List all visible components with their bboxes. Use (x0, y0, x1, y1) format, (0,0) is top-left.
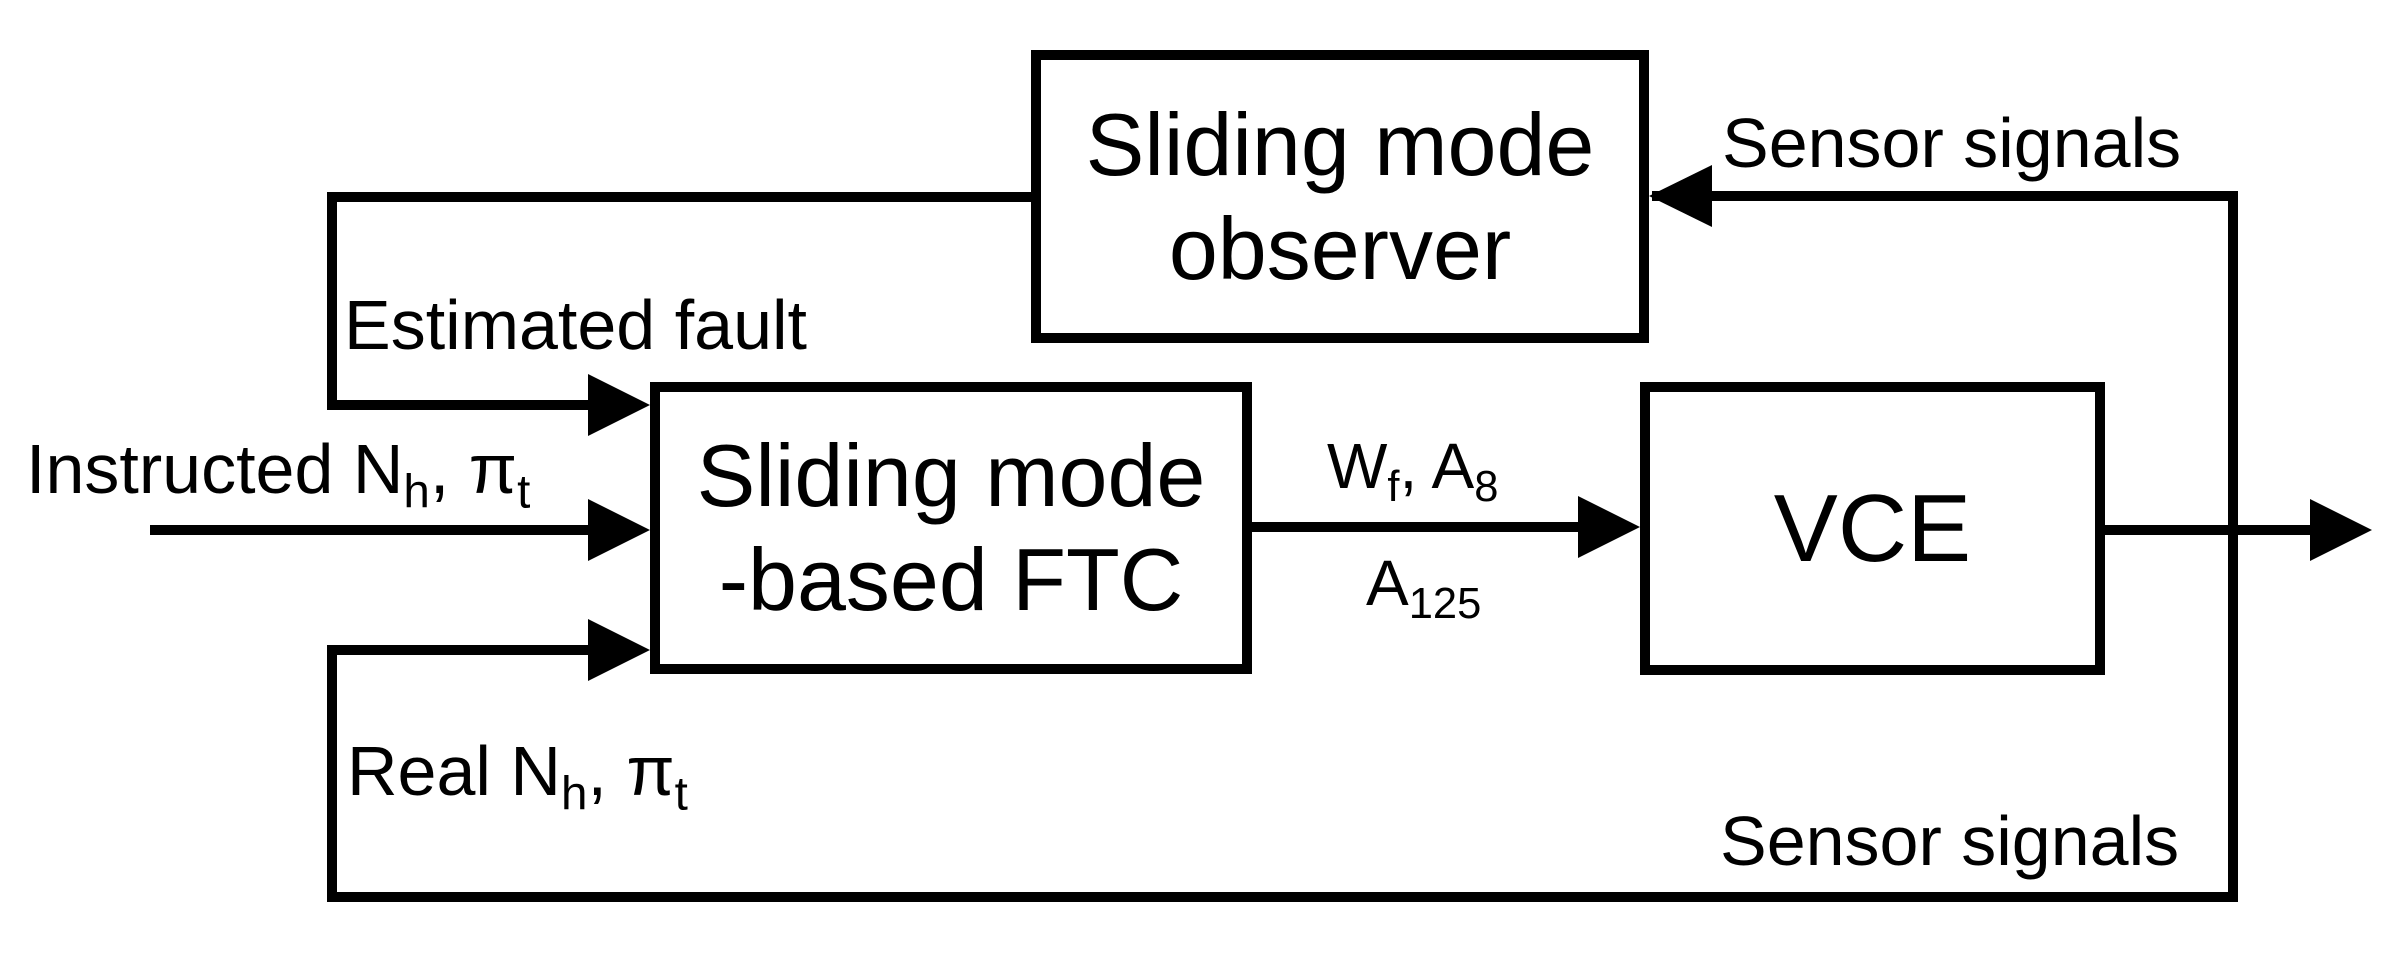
command-label-upper: Wf, A8 (1327, 434, 1498, 519)
instructed-label-sub-h: h (403, 465, 430, 519)
instructed-label-sub-t: t (517, 465, 531, 519)
real-feedback-label: Real Nh, πt (347, 736, 688, 829)
command-upper-text: W (1327, 430, 1388, 502)
observer-box: Sliding mode observer (1031, 50, 1649, 343)
ftc-box: Sliding mode -based FTC (650, 382, 1252, 674)
sensor-feedback-line (327, 191, 2238, 902)
ftc-box-label-line1: Sliding mode (696, 426, 1206, 525)
command-label-lower: A125 (1366, 551, 1481, 636)
command-upper-sub-f: f (1387, 463, 1400, 512)
command-upper-text2: , A (1399, 430, 1475, 502)
command-lower-text: A (1366, 547, 1409, 619)
vce-box: VCE (1640, 382, 2105, 675)
real-label-sub-h: h (560, 767, 588, 821)
real-label-text: Real N (347, 732, 561, 810)
real-feedback-arrowhead (588, 619, 650, 681)
instructed-label-text: Instructed N (26, 430, 404, 508)
instructed-input-label: Instructed Nh, πt (26, 434, 530, 527)
command-upper-sub-8: 8 (1474, 463, 1499, 512)
observer-box-label-line2: observer (1168, 198, 1512, 298)
vce-input-arrowhead (1578, 496, 1640, 558)
real-label-sub-t: t (674, 767, 688, 821)
estimated-fault-line (327, 192, 1036, 410)
system-output-arrowhead (2310, 499, 2372, 561)
ftc-box-label-line2: -based FTC (718, 530, 1184, 629)
estimated-fault-arrowhead (588, 374, 650, 436)
instructed-input-arrowhead (588, 499, 650, 561)
observer-box-label-line1: Sliding mode (1085, 94, 1595, 194)
estimated-fault-label: Estimated fault (344, 286, 807, 364)
instructed-label-text2: , π (429, 430, 518, 508)
observer-input-arrowhead (1649, 165, 1712, 227)
real-label-text2: , π (587, 732, 675, 810)
vce-box-label: VCE (1773, 474, 1972, 582)
command-lower-sub-125: 125 (1408, 580, 1482, 629)
sensor-signals-top-label: Sensor signals (1722, 104, 2182, 182)
sensor-signals-bottom-label: Sensor signals (1720, 802, 2180, 880)
